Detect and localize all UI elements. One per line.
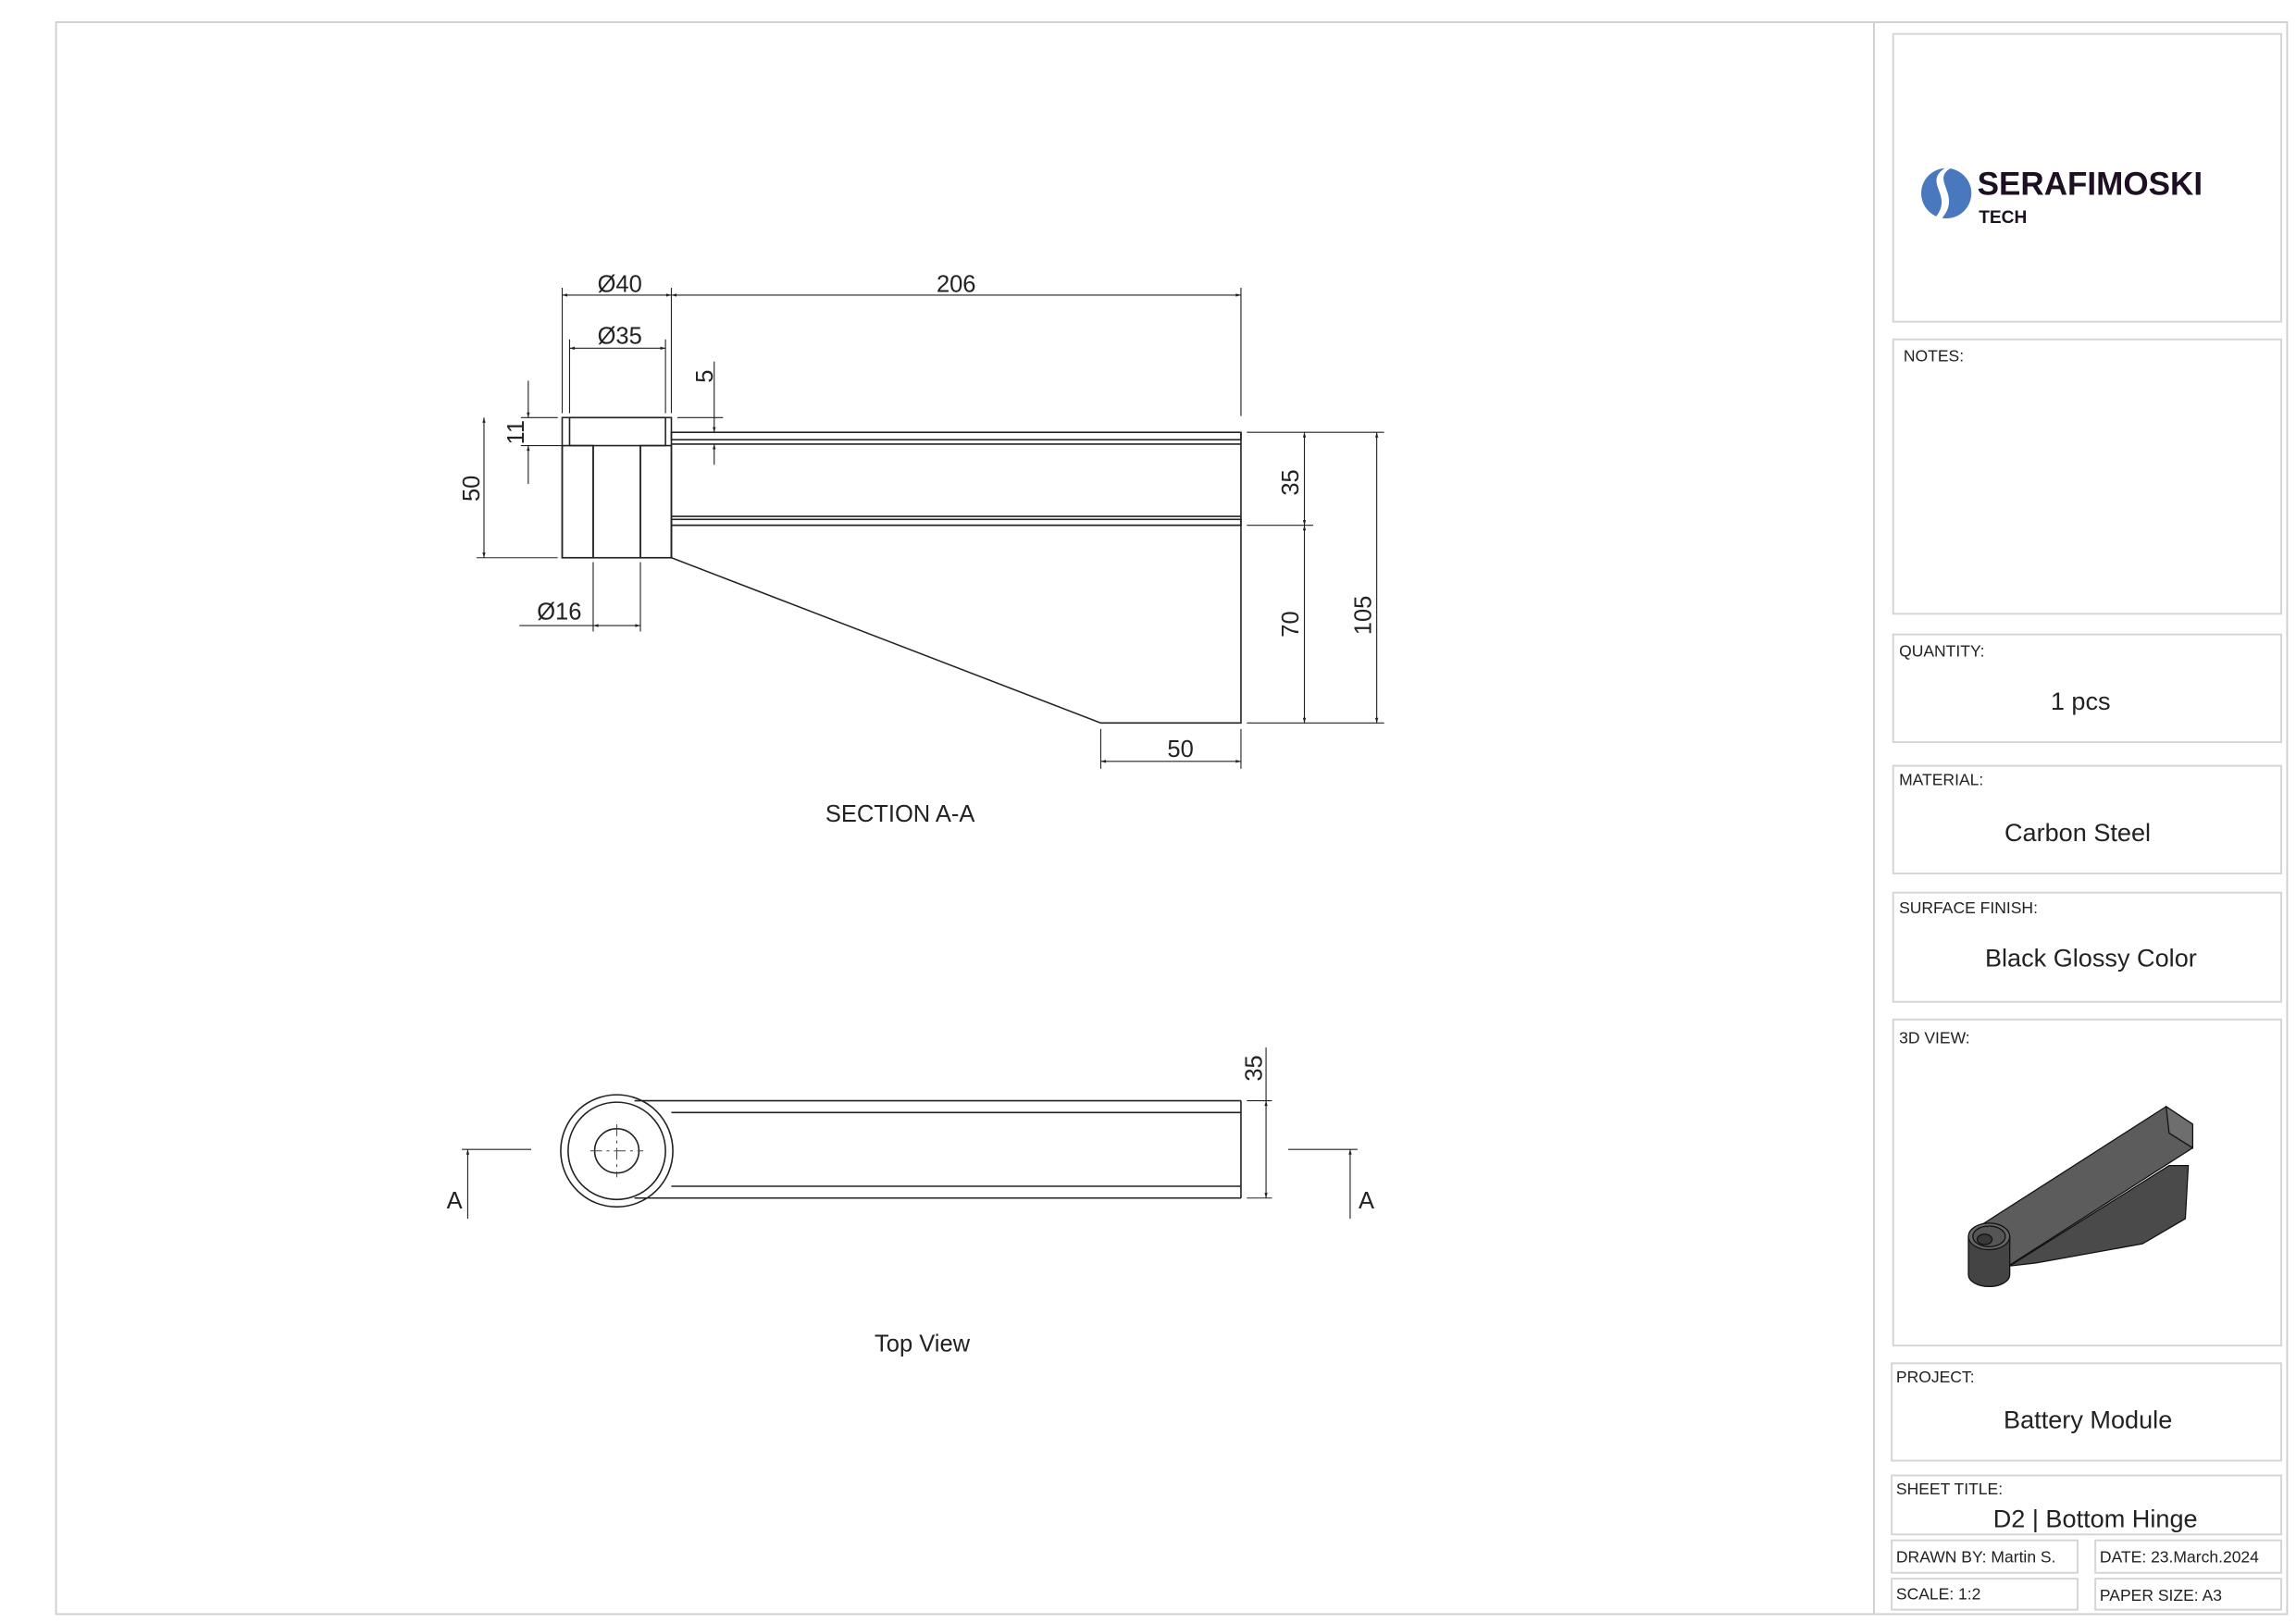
sheet-title-box — [1891, 1474, 2283, 1536]
section-view: Ø40 206 Ø35 5 11 50 Ø16 35 70 105 50 SEC… — [459, 272, 1384, 827]
notes-label: NOTES: — [1904, 347, 1964, 365]
dim-width-50: 50 — [1167, 737, 1193, 762]
top-wall — [670, 431, 1242, 440]
paper-size: PAPER SIZE: A3 — [2100, 1586, 2222, 1604]
quantity-box — [1892, 633, 2283, 744]
counterbore — [568, 416, 666, 447]
logo-sub: TECH — [1979, 208, 2027, 228]
material-box — [1892, 764, 2283, 874]
view3d-label: 3D VIEW: — [1899, 1028, 1970, 1047]
dim-diameter-40: Ø40 — [598, 272, 642, 298]
date-box — [2094, 1539, 2283, 1574]
dim-wall-5: 5 — [692, 370, 718, 383]
project-value: Battery Module — [2004, 1405, 2172, 1433]
section-view-title: SECTION A-A — [825, 801, 975, 827]
sheet-title-value: D2 | Bottom Hinge — [1993, 1504, 2198, 1532]
dim-length-206: 206 — [937, 272, 976, 298]
quantity-value: 1 pcs — [2051, 687, 2111, 715]
title-block: SERAFIMOSKI TECH NOTES: QUANTITY: 1 pcs … — [1891, 32, 2283, 1611]
notes-box — [1892, 338, 2283, 615]
material-value: Carbon Steel — [2004, 818, 2151, 847]
project-box — [1891, 1362, 2283, 1462]
top-view: 35 A A Top View — [447, 1047, 1374, 1357]
finish-value: Black Glossy Color — [1985, 943, 2197, 972]
dim-depth-11: 11 — [503, 420, 529, 444]
boss-wall-left — [561, 444, 594, 559]
dim-height-70: 70 — [1278, 611, 1304, 637]
bottom-wall — [670, 518, 1242, 527]
project-label: PROJECT: — [1896, 1368, 1975, 1386]
finish-box — [1892, 891, 2283, 1003]
section-mark-right: A — [1359, 1188, 1374, 1214]
boss-outer-circle — [560, 1094, 674, 1208]
sheet-title-label: SHEET TITLE: — [1896, 1480, 2003, 1498]
dim-height-35: 35 — [1278, 469, 1304, 495]
dim-height-105: 105 — [1350, 596, 1376, 636]
scale: SCALE: 1:2 — [1896, 1584, 1981, 1603]
boss-wall-right — [639, 444, 673, 559]
finish-label: SURFACE FINISH: — [1899, 898, 2038, 917]
drawn-by: DRAWN BY: Martin S. — [1896, 1548, 2056, 1567]
drawn-by-box — [1891, 1539, 2079, 1574]
dim-diameter-16: Ø16 — [537, 600, 581, 626]
section-mark-left: A — [447, 1188, 463, 1214]
dim-width-35: 35 — [1241, 1055, 1267, 1081]
top-view-title: Top View — [875, 1332, 971, 1357]
sheet-border — [55, 21, 2289, 1616]
logo-name: SERAFIMOSKI — [1978, 167, 2203, 203]
material-label: MATERIAL: — [1899, 770, 1983, 788]
date: DATE: 23.March.2024 — [2100, 1548, 2259, 1567]
company-logo: SERAFIMOSKI TECH — [1921, 167, 2203, 228]
3d-model-render — [1967, 1105, 2194, 1288]
paper-size-box — [2094, 1578, 2283, 1611]
scale-box — [1891, 1578, 2079, 1611]
dim-diameter-35: Ø35 — [598, 324, 642, 350]
quantity-label: QUANTITY: — [1899, 642, 1984, 661]
dim-height-50: 50 — [459, 476, 485, 502]
boss-outline — [561, 416, 673, 559]
fin-section — [670, 524, 1242, 725]
